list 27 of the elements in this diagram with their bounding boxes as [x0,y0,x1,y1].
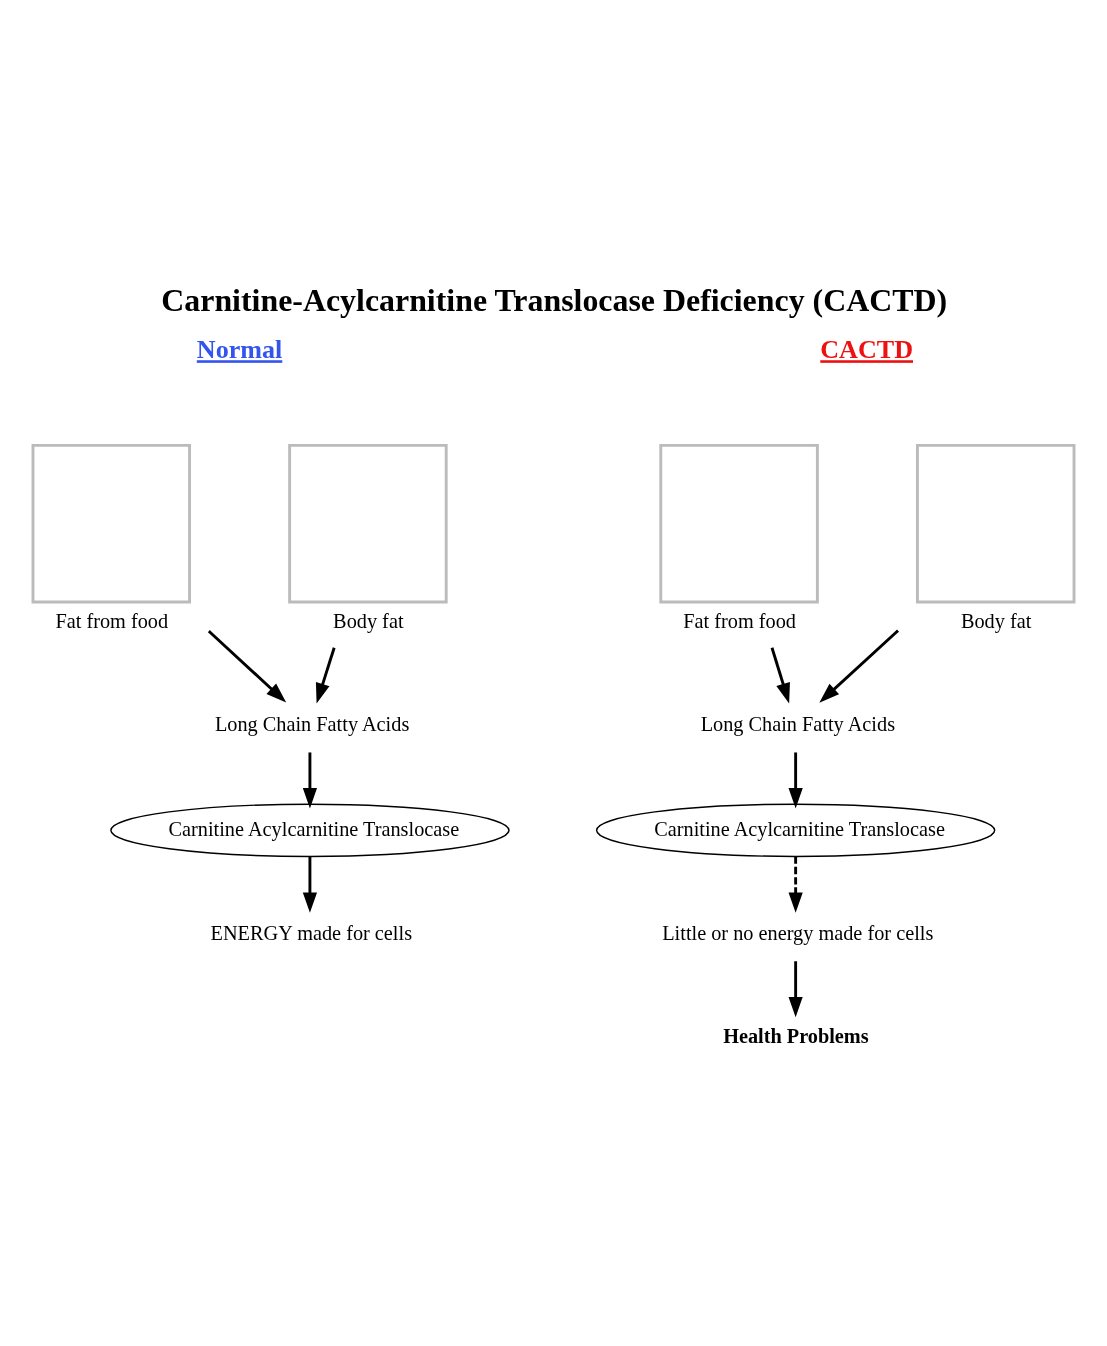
diagram-title: Carnitine-Acylcarnitine Translocase Deficiency (CACTD) [161,282,948,318]
arrow [207,630,287,703]
arrow [315,647,336,704]
node-text: Health Problems [723,1025,869,1048]
node-ellipse: Carnitine Acylcarnitine Translocase [110,803,510,858]
node-text: ENERGY made for cells [210,922,413,945]
node-label: Body fat [333,610,404,633]
node-ellipse: Carnitine Acylcarnitine Translocase [595,803,996,858]
node-text: Little or no energy made for cells [662,922,934,945]
node-box [288,443,448,604]
arrow [819,629,899,703]
node-label: Fat from food [55,610,169,633]
arrow [302,856,318,913]
arrow [788,961,803,1018]
node-text: Long Chain Fatty Acids [700,713,896,736]
label: Normal [196,335,283,365]
label: CACTD [820,335,914,365]
node-box [659,443,819,604]
node-label: Body fat [960,610,1032,633]
node-text: Long Chain Fatty Acids [214,713,410,736]
arrow [788,752,803,809]
arrow [770,647,790,704]
node-label: Fat from food [683,610,796,633]
node-box [915,443,1076,604]
node-box [31,443,191,604]
arrow [788,856,803,913]
arrow [302,752,318,809]
